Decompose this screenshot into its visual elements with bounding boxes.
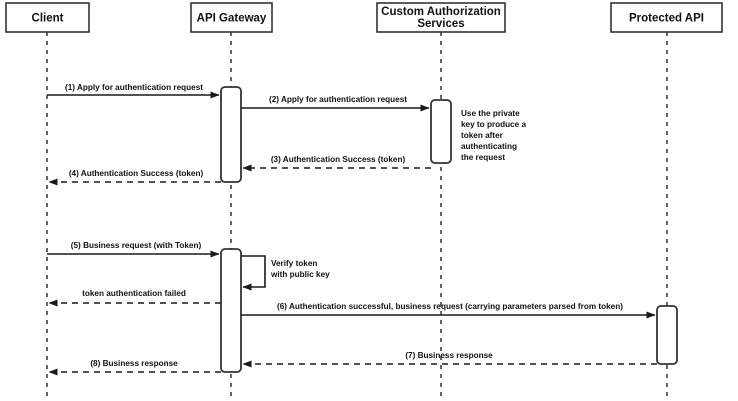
message-3-label: (3) Authentication Success (token): [271, 155, 406, 164]
activation-bar-api-gateway-auth[interactable]: [220, 86, 242, 183]
participant-box-client[interactable]: [5, 2, 90, 33]
note-private-key-line-5: the request: [461, 153, 505, 162]
participant-api-gateway[interactable]: API Gateway: [190, 2, 273, 33]
activation-bar-api-gateway-business[interactable]: [220, 248, 242, 373]
note-private-key-line-1: Use the private: [461, 109, 520, 118]
message-2[interactable]: (2) Apply for authentication request: [241, 95, 430, 112]
self-message-verify-token[interactable]: Verify token with public key: [241, 255, 330, 291]
note-private-key-line-2: key to produce a: [461, 120, 527, 129]
message-8[interactable]: (8) Business response: [48, 359, 221, 376]
note-private-key-line-4: authenticating: [461, 142, 517, 151]
message-token-authentication-failed-label: token authentication failed: [82, 289, 186, 298]
message-1-label: (1) Apply for authentication request: [65, 83, 203, 92]
lifelines-group: [46, 32, 668, 398]
message-1[interactable]: (1) Apply for authentication request: [47, 83, 220, 99]
note-private-key-line-3: token after: [461, 131, 504, 140]
participant-label-custom-authorization-services-line2: Services: [417, 18, 464, 30]
message-3[interactable]: (3) Authentication Success (token): [242, 155, 431, 172]
participant-box-protected-api[interactable]: [610, 2, 723, 33]
participant-box-custom-authorization-services[interactable]: [376, 2, 506, 33]
message-2-label: (2) Apply for authentication request: [269, 95, 407, 104]
activation-bar-custom-authorization-services[interactable]: [430, 99, 452, 164]
self-message-verify-token-label-line1: Verify token: [271, 259, 317, 268]
message-token-authentication-failed[interactable]: token authentication failed: [48, 289, 221, 307]
participant-custom-authorization-services[interactable]: Custom Authorization Services: [376, 2, 506, 33]
participant-client[interactable]: Client: [5, 2, 90, 33]
message-5[interactable]: (5) Business request (with Token): [47, 241, 220, 258]
message-7-label: (7) Business response: [405, 351, 493, 360]
self-message-verify-token-arrow: [241, 255, 266, 291]
participant-label-custom-authorization-services-line1: Custom Authorization: [381, 6, 501, 18]
activation-bar-protected-api[interactable]: [656, 305, 678, 365]
message-5-label: (5) Business request (with Token): [71, 241, 202, 250]
note-private-key: Use the private key to produce a token a…: [461, 109, 527, 162]
self-message-verify-token-label-line2: with public key: [270, 270, 330, 279]
activation-bars-group: [220, 86, 678, 373]
message-4[interactable]: (4) Authentication Success (token): [48, 169, 221, 186]
message-6-label: (6) Authentication successful, business …: [277, 302, 623, 311]
message-7[interactable]: (7) Business response: [242, 351, 657, 368]
participant-label-client: Client: [32, 13, 64, 25]
message-6[interactable]: (6) Authentication successful, business …: [241, 302, 656, 319]
participant-label-api-gateway: API Gateway: [197, 13, 267, 25]
participant-label-protected-api: Protected API: [629, 13, 704, 25]
participant-box-api-gateway[interactable]: [190, 2, 273, 33]
message-4-label: (4) Authentication Success (token): [69, 169, 204, 178]
message-8-label: (8) Business response: [90, 359, 178, 368]
participant-protected-api[interactable]: Protected API: [610, 2, 723, 33]
